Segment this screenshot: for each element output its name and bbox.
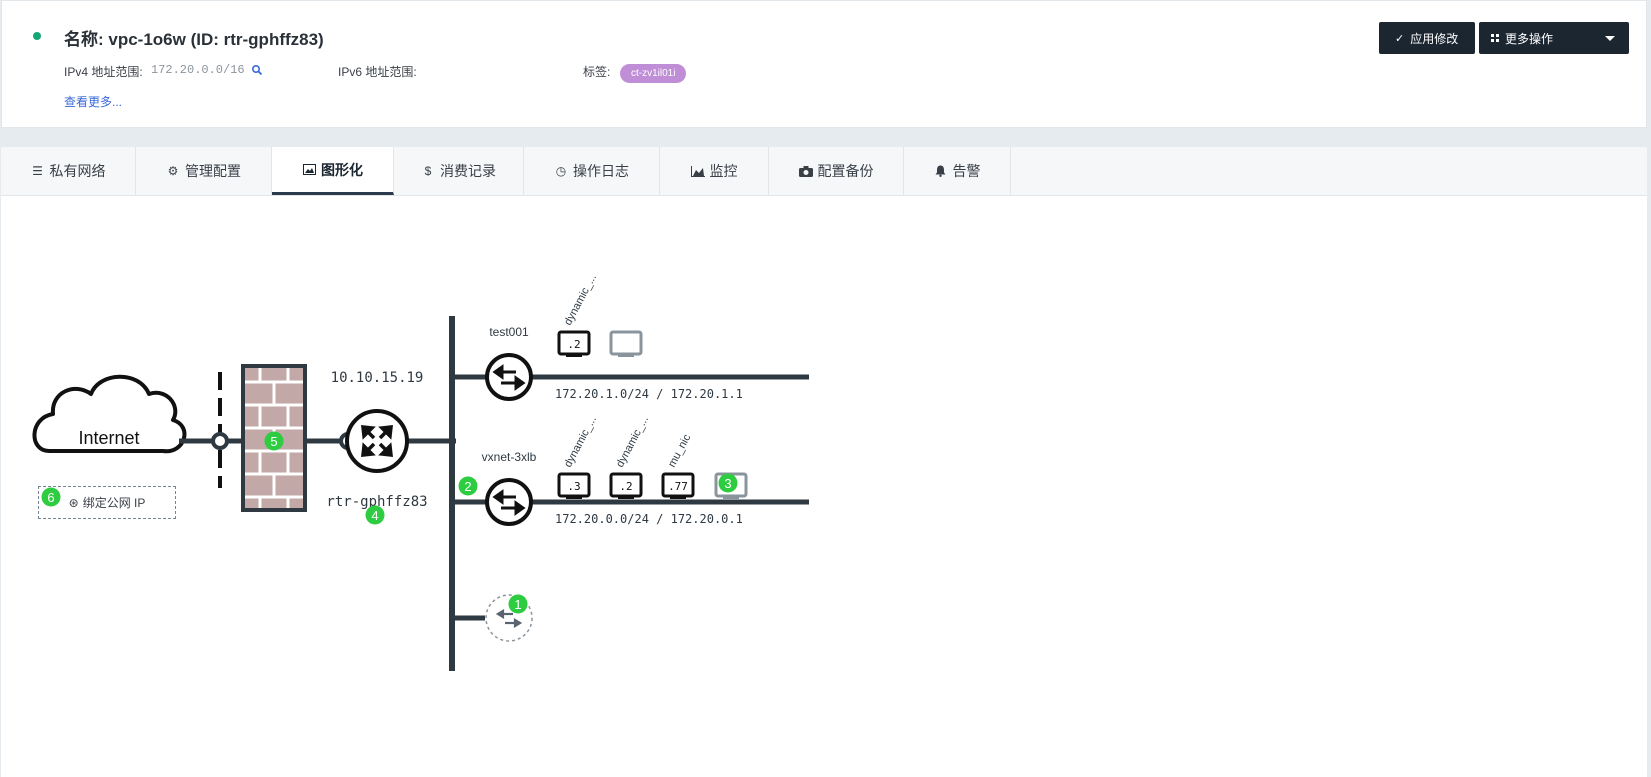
tab-label: 告警 <box>952 163 981 179</box>
step-badge: 2 <box>458 476 478 496</box>
badge-number: 6 <box>47 490 54 505</box>
step-badge: 5 <box>264 431 284 451</box>
bell-icon <box>934 165 948 177</box>
host-name: mu_nic <box>666 432 693 469</box>
apply-changes-button[interactable]: ✓ 应用修改 <box>1379 22 1475 54</box>
router-ip: 10.10.15.19 <box>331 370 424 386</box>
host-ip: .2 <box>567 338 580 351</box>
step-badge: 1 <box>508 594 528 614</box>
list-icon: ☰ <box>32 164 43 178</box>
tab-label: 私有网络 <box>49 163 106 179</box>
area-chart-icon <box>690 165 705 177</box>
host-instance[interactable]: .77 <box>661 472 695 499</box>
firewall-icon[interactable] <box>241 364 307 512</box>
badge-number: 4 <box>371 508 378 523</box>
host-instance[interactable]: .2 <box>609 472 643 499</box>
host-ip: .3 <box>567 480 580 493</box>
camera-icon <box>798 165 813 177</box>
internet-label: Internet <box>78 428 139 448</box>
router-name: rtr-gphffz83 <box>326 494 427 510</box>
vxnet-name: test001 <box>489 325 529 339</box>
tab-label: 配置备份 <box>817 163 874 179</box>
tab-graphical[interactable]: 图形化 <box>272 147 394 195</box>
tab-operation-log[interactable]: ◷ 操作日志 <box>524 147 660 195</box>
bind-ip-label: 绑定公网 IP <box>82 496 146 510</box>
badge-number: 1 <box>514 597 521 612</box>
chevron-down-icon <box>1605 36 1615 41</box>
badge-number: 3 <box>724 476 731 491</box>
add-host-placeholder[interactable] <box>609 330 643 357</box>
tab-management-config[interactable]: ⚙ 管理配置 <box>136 147 272 195</box>
tab-monitoring[interactable]: 监控 <box>660 147 769 195</box>
tab-config-backup[interactable]: 配置备份 <box>769 147 904 195</box>
port-node <box>211 432 229 450</box>
vxnet-cidr: 172.20.1.0/24 / 172.20.1.1 <box>555 387 743 401</box>
tag-label: 标签: <box>583 65 611 79</box>
host-ip: .77 <box>668 480 688 493</box>
ipv4-label: IPv4 地址范围: <box>64 65 143 79</box>
more-actions-button[interactable]: 更多操作 <box>1479 22 1629 54</box>
search-icon[interactable] <box>251 64 263 76</box>
internet-cloud: Internet <box>32 374 187 454</box>
more-actions-label: 更多操作 <box>1505 31 1554 46</box>
tab-billing-records[interactable]: $ 消费记录 <box>394 147 524 195</box>
ipv4-value: 172.20.0.0/16 <box>151 63 245 77</box>
tab-bar: ☰ 私有网络 ⚙ 管理配置 图形化 $ 消费记录 ◷ 操作日志 监控 配置备份 … <box>1 147 1647 196</box>
router-icon[interactable] <box>345 409 409 473</box>
ipv6-label: IPv6 地址范围: <box>338 65 417 79</box>
vxnet-cidr: 172.20.0.0/24 / 172.20.0.1 <box>555 512 743 526</box>
vxnet-switch-icon[interactable] <box>485 478 533 526</box>
tab-label: 管理配置 <box>185 163 241 179</box>
resource-header: 名称: vpc-1o6w (ID: rtr-gphffz83) IPv4 地址范… <box>1 0 1647 128</box>
step-badge: 6 <box>41 487 61 507</box>
step-badge: 3 <box>718 473 738 493</box>
badge-number: 2 <box>464 479 471 494</box>
step-badge: 4 <box>365 505 385 525</box>
host-name: dynamic_... <box>562 272 599 327</box>
grid-icon <box>1491 34 1499 42</box>
tab-label: 消费记录 <box>440 163 496 179</box>
badge-number: 5 <box>270 434 277 449</box>
vxnet-switch-icon[interactable] <box>485 353 533 401</box>
host-ip: .2 <box>619 480 632 493</box>
tab-label: 操作日志 <box>573 163 629 179</box>
host-name: dynamic_... <box>562 414 599 469</box>
check-icon: ✓ <box>1395 32 1405 45</box>
status-dot <box>33 32 41 40</box>
tag-badge[interactable]: ct-zv1il01i <box>620 64 687 83</box>
globe-icon: ⊛ <box>68 495 79 510</box>
vxnet-name: vxnet-3xlb <box>482 450 537 464</box>
image-icon <box>302 164 316 175</box>
topology-canvas: Internet <box>1 196 1647 777</box>
bind-public-ip-button[interactable]: ⊛ 绑定公网 IP 6 <box>38 486 176 519</box>
host-instance[interactable]: .2 <box>557 330 591 357</box>
apply-changes-label: 应用修改 <box>1410 31 1459 46</box>
dollar-icon: $ <box>424 164 432 178</box>
host-instance[interactable]: .3 <box>557 472 591 499</box>
page-title: 名称: vpc-1o6w (ID: rtr-gphffz83) <box>64 30 324 49</box>
tab-private-network[interactable]: ☰ 私有网络 <box>1 147 136 195</box>
clock-icon: ◷ <box>555 164 567 178</box>
tab-label: 监控 <box>709 163 738 179</box>
see-more-link[interactable]: 查看更多... <box>64 95 123 109</box>
host-name: dynamic_... <box>614 414 651 469</box>
tab-label: 图形化 <box>321 161 363 178</box>
gears-icon: ⚙ <box>167 164 179 178</box>
tab-alarms[interactable]: 告警 <box>904 147 1011 195</box>
